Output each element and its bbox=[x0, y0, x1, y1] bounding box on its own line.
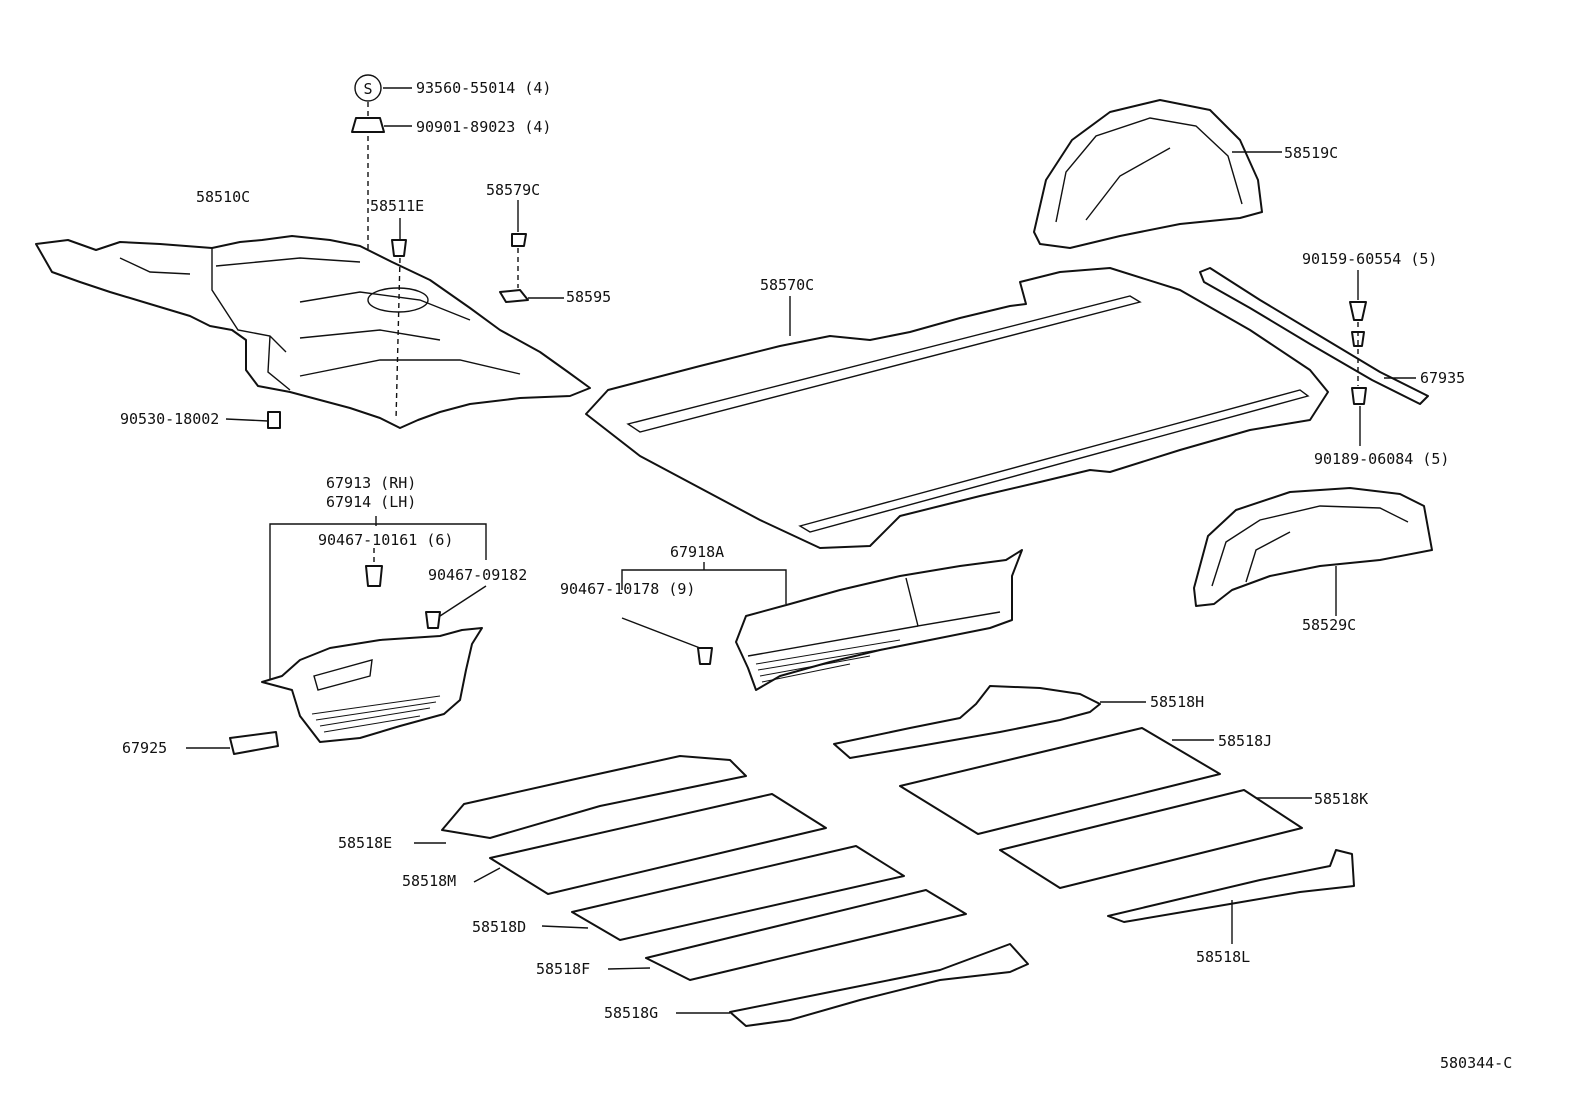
part-58510C-floor-mat bbox=[35, 235, 591, 429]
label-58518E: 58518E bbox=[338, 834, 392, 852]
part-93560-clip: S bbox=[351, 74, 412, 421]
label-93560-55014: 93560-55014 (4) bbox=[416, 79, 551, 97]
label-58518K: 58518K bbox=[1314, 790, 1368, 808]
label-90467-10178: 90467-10178 (9) bbox=[560, 580, 695, 598]
symbol-s-circle bbox=[354, 74, 382, 102]
label-58595: 58595 bbox=[566, 288, 611, 306]
symbol-s: S bbox=[363, 80, 372, 98]
label-67913-rh: 67913 (RH) bbox=[326, 474, 416, 492]
part-labels: 93560-55014 (4) 90901-89023 (4) 58510C 5… bbox=[120, 79, 1512, 1072]
part-58518M-panel bbox=[473, 793, 827, 895]
part-58518L-panel bbox=[1107, 849, 1355, 944]
part-58518D-panel bbox=[541, 845, 905, 941]
part-58518K-panel bbox=[999, 789, 1312, 889]
part-58579C-screw bbox=[499, 200, 564, 303]
label-58519C: 58519C bbox=[1284, 144, 1338, 162]
part-58570C-deck-board bbox=[585, 267, 1329, 549]
label-90530-18002: 90530-18002 bbox=[120, 410, 219, 428]
label-58518H: 58518H bbox=[1150, 693, 1204, 711]
part-58518J-panel bbox=[899, 727, 1221, 835]
part-58518F-panel bbox=[607, 889, 967, 981]
label-90467-10161: 90467-10161 (6) bbox=[318, 531, 453, 549]
part-58518E-panel bbox=[414, 755, 747, 844]
label-58511E: 58511E bbox=[370, 197, 424, 215]
part-67935-rail bbox=[1199, 267, 1429, 446]
part-67913-67914-side-trim bbox=[261, 516, 487, 743]
label-58518M: 58518M bbox=[402, 872, 456, 890]
label-58518L: 58518L bbox=[1196, 948, 1250, 966]
label-58518J: 58518J bbox=[1218, 732, 1272, 750]
part-58519C-housing-cover bbox=[1033, 99, 1282, 249]
label-90467-09182: 90467-09182 bbox=[428, 566, 527, 584]
label-58579C: 58579C bbox=[486, 181, 540, 199]
label-58570C: 58570C bbox=[760, 276, 814, 294]
label-67918A: 67918A bbox=[670, 543, 724, 561]
part-58518H-panel bbox=[833, 685, 1146, 759]
label-67914-lh: 67914 (LH) bbox=[326, 493, 416, 511]
label-90189-06084: 90189-06084 (5) bbox=[1314, 450, 1449, 468]
part-58529C-wheel-liner bbox=[1193, 487, 1433, 616]
label-90901-89023: 90901-89023 (4) bbox=[416, 118, 551, 136]
part-67925 bbox=[186, 731, 279, 755]
label-58518D: 58518D bbox=[472, 918, 526, 936]
label-58529C: 58529C bbox=[1302, 616, 1356, 634]
label-90159-60554: 90159-60554 (5) bbox=[1302, 250, 1437, 268]
label-67925: 67925 bbox=[122, 739, 167, 757]
figure-code: 580344-C bbox=[1440, 1054, 1512, 1072]
label-58510C: 58510C bbox=[196, 188, 250, 206]
label-58518G: 58518G bbox=[604, 1004, 658, 1022]
part-67918A-side-box bbox=[621, 549, 1023, 691]
label-58518F: 58518F bbox=[536, 960, 590, 978]
part-90530-clip bbox=[225, 411, 281, 429]
part-58518G-panel bbox=[676, 943, 1029, 1027]
label-67935: 67935 bbox=[1420, 369, 1465, 387]
